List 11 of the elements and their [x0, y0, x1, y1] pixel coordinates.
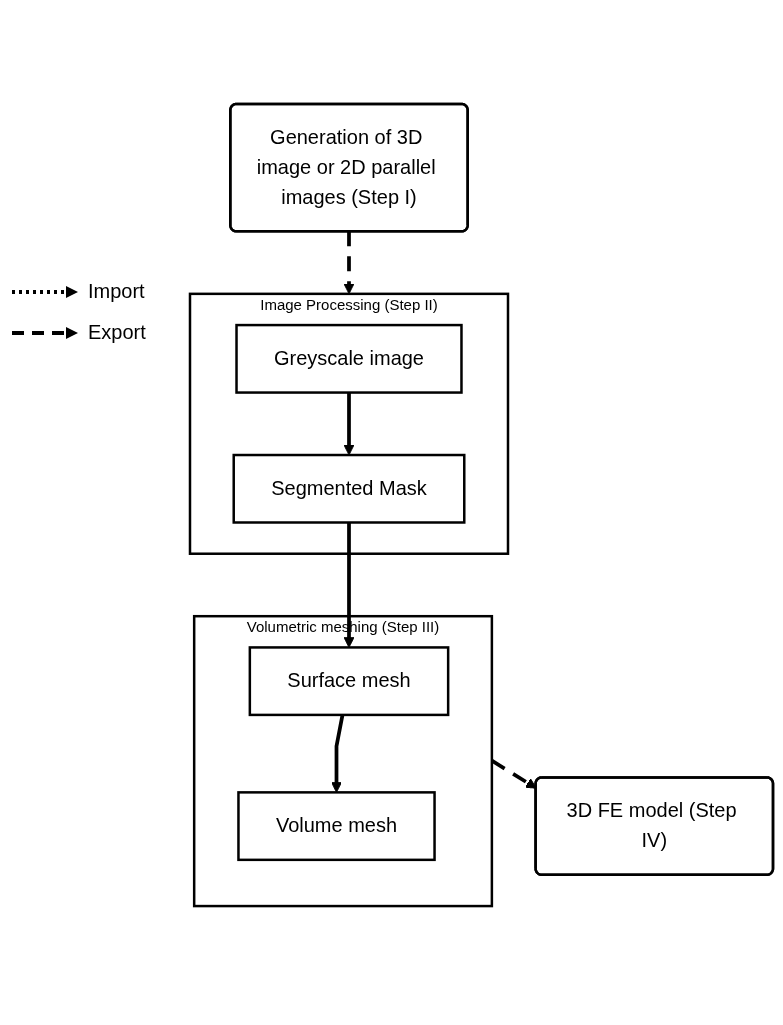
arrow — [343, 392, 355, 456]
legend-text: Export — [88, 321, 146, 344]
arrow — [343, 231, 355, 295]
arrow — [490, 759, 537, 789]
arrow — [343, 522, 355, 648]
node-box: Surface mesh — [248, 646, 450, 717]
node-box: Greyscale image — [235, 323, 463, 394]
node-box: Volume mesh — [237, 791, 436, 862]
legend-text: Import — [88, 280, 145, 303]
node-box: Segmented Mask — [232, 453, 466, 524]
arrow — [331, 714, 345, 793]
